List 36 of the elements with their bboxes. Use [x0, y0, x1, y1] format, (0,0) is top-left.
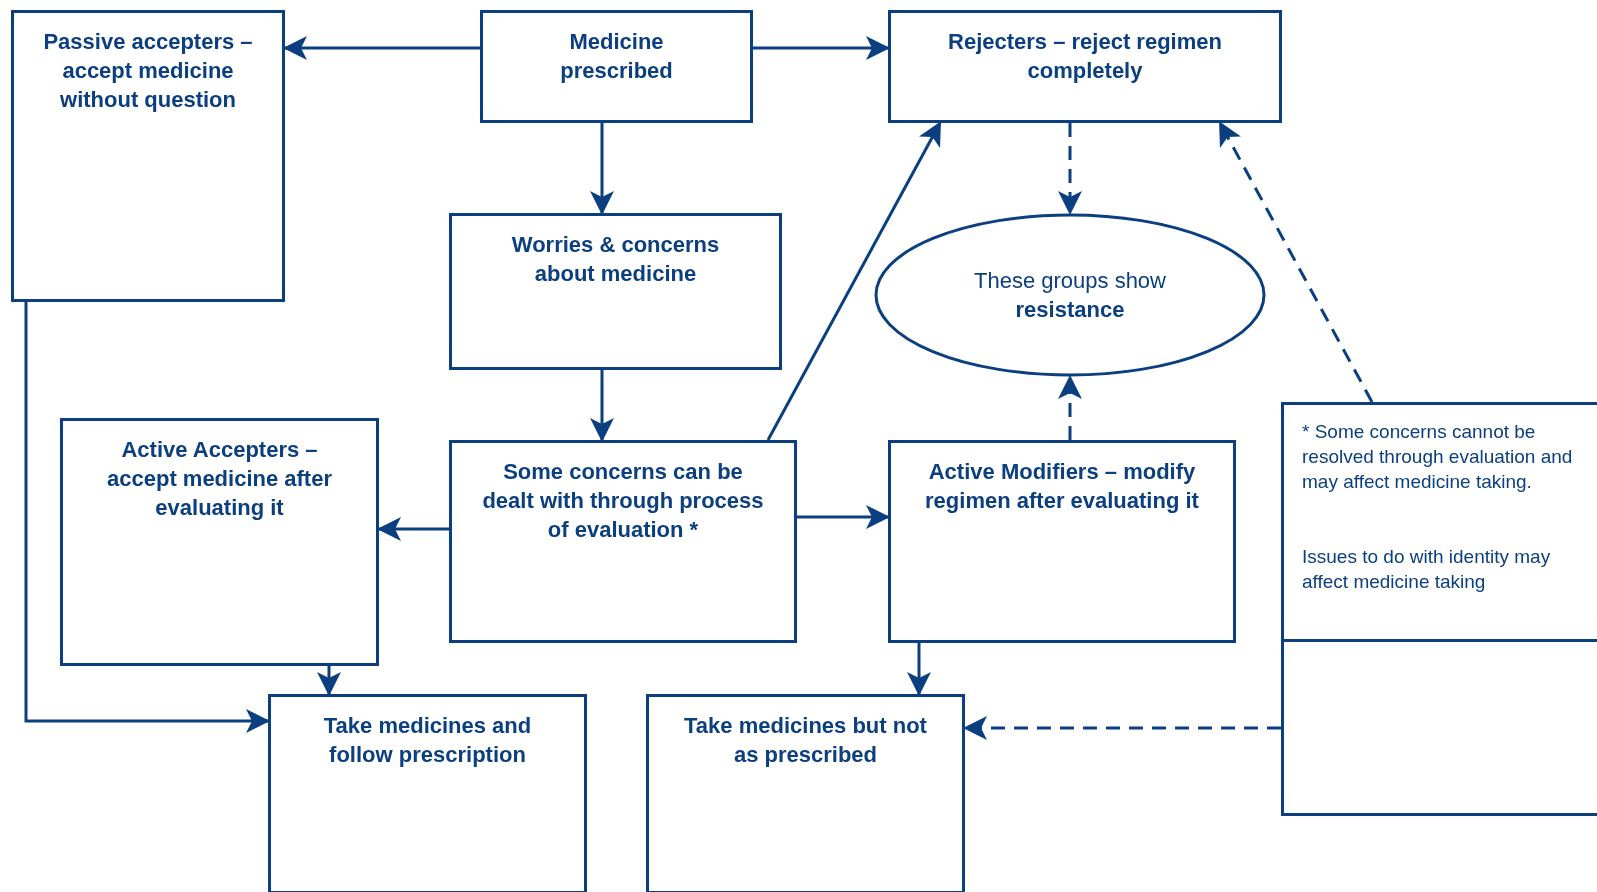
process-box: [60, 418, 379, 666]
note-text: * Some concerns cannot be resolved through evaluation and may affect medicine taking.: [1302, 420, 1574, 494]
arrow: [963, 716, 1281, 740]
arrow: [907, 643, 931, 696]
arrow: [590, 123, 614, 215]
node-text: Medicine prescribed: [559, 28, 674, 85]
arrow: [753, 36, 890, 60]
arrow: [283, 36, 480, 60]
node-text: Worries & concerns about medicine: [510, 231, 721, 288]
arrow: [1058, 375, 1082, 440]
arrow: [590, 370, 614, 442]
node-text: Rejecters – reject regimen completely: [947, 28, 1223, 85]
node-text: Passive accepters – accept medicine without question: [42, 28, 254, 114]
arrow: [1218, 121, 1374, 403]
process-box: [480, 10, 753, 123]
process-box: [268, 694, 587, 892]
process-box: [888, 440, 1236, 643]
process-box: [646, 694, 965, 892]
arrow: [377, 517, 449, 541]
node-text: Take medicines and follow prescription: [322, 712, 533, 769]
note-box: [1281, 402, 1597, 816]
node-text: These groups show resistance: [974, 267, 1166, 324]
process-box: [888, 10, 1282, 123]
process-box: [449, 213, 782, 370]
arrow: [24, 302, 270, 733]
process-box: [449, 440, 797, 643]
arrow: [766, 121, 942, 441]
arrow: [1058, 123, 1082, 215]
node-text: Some concerns can be dealt with through process of evaluation *: [482, 458, 764, 544]
note-text: Issues to do with identity may affect medicine taking: [1302, 545, 1552, 594]
arrow: [797, 505, 890, 529]
process-box: [11, 10, 285, 302]
node-text: Take medicines but not as prescribed: [683, 712, 928, 769]
node-text: Active Modifiers – modify regimen after evaluating it: [924, 458, 1200, 515]
node-text: Active Accepters – accept medicine after evaluating it: [106, 436, 333, 522]
arrow: [317, 666, 341, 696]
